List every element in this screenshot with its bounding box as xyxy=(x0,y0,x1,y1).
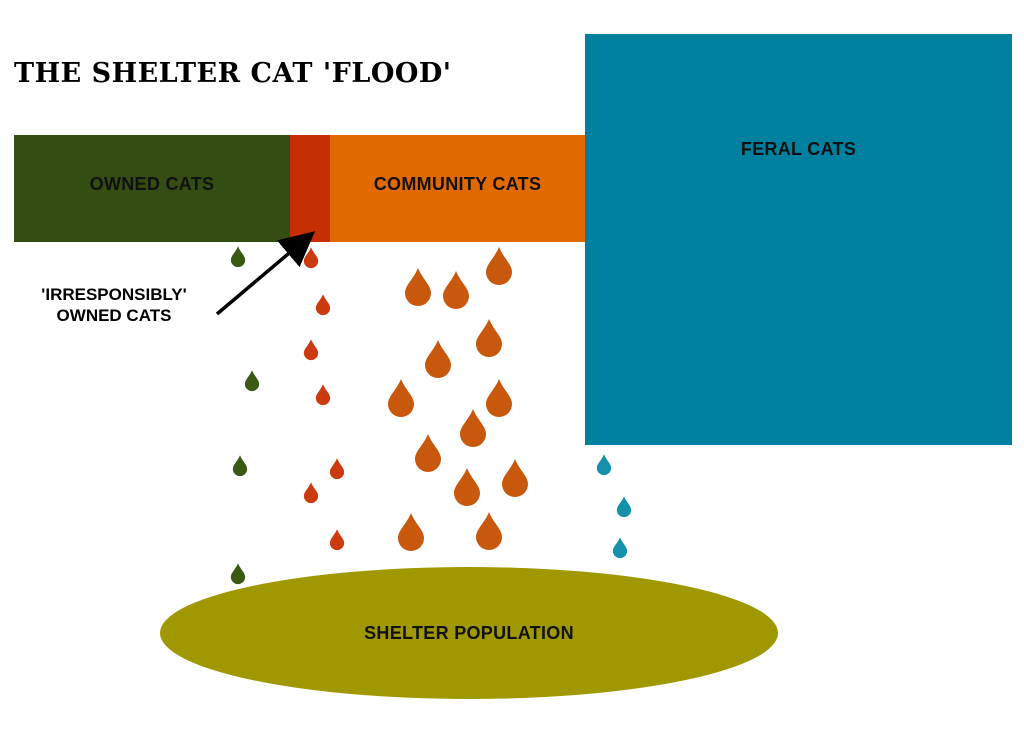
community-drop xyxy=(476,512,502,550)
community-drop xyxy=(502,459,528,497)
owned-drop xyxy=(230,563,246,585)
community-drop xyxy=(415,434,441,472)
irresponsibly-owned-drop xyxy=(329,529,345,551)
community-drop xyxy=(398,513,424,551)
irresponsibly-owned-drop xyxy=(315,294,331,316)
community-drop xyxy=(425,340,451,378)
community-drop xyxy=(388,379,414,417)
community-drop xyxy=(486,247,512,285)
irresponsibly-owned-drop xyxy=(315,384,331,406)
community-cats-block: COMMUNITY CATS xyxy=(330,135,585,242)
shelter-population-label: SHELTER POPULATION xyxy=(364,622,574,643)
irresponsibly-owned-drop xyxy=(303,482,319,504)
page-title: THE SHELTER CAT 'FLOOD' xyxy=(14,58,452,89)
callout-arrow xyxy=(215,231,316,316)
community-drop xyxy=(454,468,480,506)
community-drop xyxy=(405,268,431,306)
feral-cats-block: FERAL CATS xyxy=(585,34,1012,445)
community-drop xyxy=(443,271,469,309)
community-cats-label: COMMUNITY CATS xyxy=(373,174,542,194)
owned-drop xyxy=(232,455,248,477)
feral-cats-label: FERAL CATS xyxy=(740,139,857,159)
shelter-population-pool: SHELTER POPULATION xyxy=(160,567,778,699)
feral-drop xyxy=(596,454,612,476)
irresponsibly-owned-drop xyxy=(329,458,345,480)
owned-cats-label: OWNED CATS xyxy=(89,174,215,194)
callout-line-1: 'IRRESPONSIBLY' xyxy=(41,285,187,304)
community-drop xyxy=(460,409,486,447)
callout-line-2: OWNED CATS xyxy=(56,306,172,325)
irresponsibly-owned-drop xyxy=(303,339,319,361)
owned-cats-block: OWNED CATS xyxy=(14,135,290,242)
owned-drop xyxy=(230,246,246,268)
community-drop xyxy=(476,319,502,357)
owned-drop xyxy=(244,370,260,392)
irresponsibly-owned-cats-block xyxy=(290,135,330,242)
feral-drop xyxy=(616,496,632,518)
feral-drop xyxy=(612,537,628,559)
irresponsibly-owned-callout: 'IRRESPONSIBLY' OWNED CATS xyxy=(14,284,214,326)
drops-group xyxy=(230,246,632,585)
irresponsibly-owned-drop xyxy=(303,247,319,269)
community-drop xyxy=(486,379,512,417)
